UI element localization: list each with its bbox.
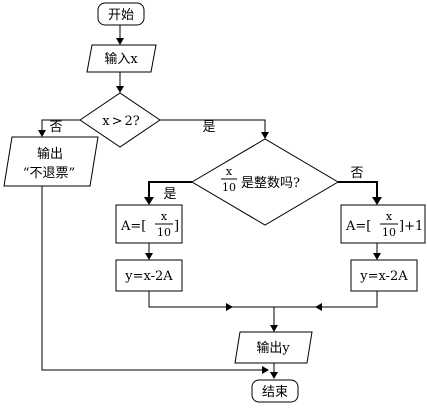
assign-left-denominator: 10 (157, 226, 171, 239)
assign-right-denominator: 10 (382, 226, 396, 239)
branch2-yes-label: 是 (163, 187, 176, 202)
decision-is-integer: x 10 是整数吗? 是 否 (163, 138, 364, 226)
decision-x-gt-2: x>2? 否 是 (49, 92, 216, 148)
arrowheads (38, 38, 382, 379)
decision2-suffix: 是整数吗? (241, 176, 300, 191)
svg-text:x>2?: x>2? (102, 114, 140, 129)
output-y-label: 输出y (256, 340, 290, 356)
output-left-line1: 输出 (37, 146, 63, 162)
output-y-box: 输出y (234, 331, 313, 364)
start-terminal: 开始 (97, 2, 145, 26)
input-x-box: 输入x (86, 44, 157, 73)
input-x-label: 输入x (104, 51, 138, 67)
assign-left-numerator: x (161, 210, 168, 223)
assign-right-suffix: ]+1 (399, 219, 423, 234)
calc-left-label: y=x-2A (124, 269, 173, 284)
branch2-no-label: 否 (350, 166, 363, 181)
calc-right-box: y=x-2A (350, 259, 418, 292)
assign-left-suffix: ] (174, 219, 179, 234)
assign-right-prefix: A=[ (345, 219, 371, 234)
assign-right-box: A=[ x 10 ]+1 (340, 204, 426, 244)
start-label: 开始 (108, 8, 134, 23)
branch1-no-label: 否 (49, 120, 62, 135)
decision1-left: x (102, 114, 110, 129)
output-left-line2: “不退票” (23, 166, 75, 181)
decision1-op: > (112, 114, 123, 129)
connectors (41, 25, 378, 378)
decision2-denominator: 10 (222, 181, 236, 194)
calc-right-label: y=x-2A (359, 269, 408, 284)
decision2-numerator: x (226, 165, 233, 178)
end-terminal: 结束 (251, 379, 299, 403)
decision1-right: 2? (125, 114, 140, 129)
output-no-refund-box: 输出 “不退票” (3, 136, 99, 187)
calc-left-box: y=x-2A (115, 259, 183, 292)
assign-left-box: A=[ x 10 ] (115, 204, 183, 244)
branch1-yes-label: 是 (202, 120, 215, 135)
end-label: 结束 (262, 385, 288, 400)
assign-left-prefix: A=[ (120, 219, 146, 234)
assign-right-numerator: x (386, 210, 393, 223)
